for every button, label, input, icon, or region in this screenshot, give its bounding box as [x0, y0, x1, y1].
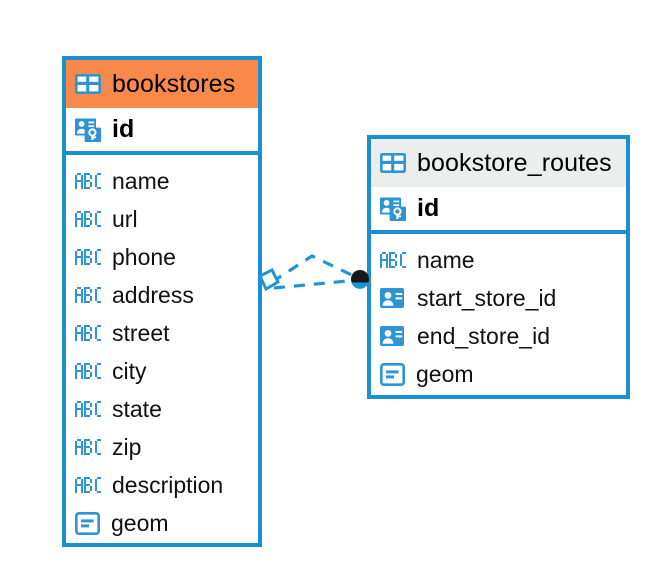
field-row-geom[interactable]: geom — [371, 355, 626, 393]
field-row-geom[interactable]: geom — [66, 504, 258, 542]
entity-header-bookstore-routes[interactable]: bookstore_routes — [371, 139, 626, 187]
abc-text-icon — [75, 211, 101, 227]
field-label: phone — [112, 243, 176, 270]
abc-text-icon — [75, 287, 101, 303]
abc-text-icon — [75, 249, 101, 265]
primary-key-label-bookstore-routes: id — [417, 194, 440, 222]
field-label: url — [112, 205, 138, 232]
field-label: name — [417, 246, 475, 273]
relationship-line-upper — [271, 254, 359, 284]
field-label: name — [112, 167, 170, 194]
field-row-address[interactable]: address — [66, 276, 258, 314]
field-row-end-store-id[interactable]: end_store_id — [371, 317, 626, 355]
field-label: street — [112, 319, 170, 346]
field-label: city — [112, 357, 147, 384]
foreign-key-icon — [380, 326, 404, 346]
primary-key-icon — [380, 197, 406, 221]
entity-title-bookstores: bookstores — [112, 69, 236, 98]
filled-circle-endpoint-icon — [351, 270, 369, 289]
field-label: end_store_id — [417, 322, 550, 349]
field-label: geom — [111, 509, 169, 536]
entity-title-bookstore-routes: bookstore_routes — [417, 148, 612, 177]
primary-key-icon — [75, 118, 101, 142]
entity-header-bookstores[interactable]: bookstores — [66, 60, 258, 108]
abc-text-icon — [75, 325, 101, 341]
field-row-name[interactable]: name — [371, 241, 626, 279]
table-icon — [75, 74, 101, 94]
field-row-street[interactable]: street — [66, 314, 258, 352]
field-row-description[interactable]: description — [66, 466, 258, 504]
field-label: zip — [112, 433, 142, 460]
field-row-name[interactable]: name — [66, 162, 258, 200]
abc-text-icon — [380, 252, 406, 268]
relationship-line-lower — [273, 278, 359, 290]
field-label: address — [112, 281, 194, 308]
entity-table-bookstores[interactable]: bookstores id — [62, 56, 262, 547]
foreign-key-icon — [380, 288, 404, 308]
field-row-zip[interactable]: zip — [66, 428, 258, 466]
field-label: description — [112, 471, 224, 498]
relationship-connector[interactable] — [250, 240, 390, 320]
abc-text-icon — [75, 439, 101, 455]
abc-text-icon — [75, 477, 101, 493]
primary-key-row-bookstores[interactable]: id — [66, 108, 258, 155]
diamond-endpoint-icon — [258, 267, 280, 292]
field-row-url[interactable]: url — [66, 200, 258, 238]
abc-text-icon — [75, 173, 101, 189]
field-label: geom — [416, 360, 474, 387]
abc-text-icon — [75, 363, 101, 379]
entity-table-bookstore-routes[interactable]: bookstore_routes id — [367, 135, 630, 399]
field-list-bookstores: name url — [66, 155, 258, 550]
field-row-city[interactable]: city — [66, 352, 258, 390]
field-label: start_store_id — [417, 284, 557, 311]
abc-text-icon — [75, 401, 101, 417]
field-row-state[interactable]: state — [66, 390, 258, 428]
primary-key-row-bookstore-routes[interactable]: id — [371, 187, 626, 234]
primary-key-label-bookstores: id — [112, 115, 135, 143]
field-label: state — [112, 395, 162, 422]
field-row-start-store-id[interactable]: start_store_id — [371, 279, 626, 317]
field-row-phone[interactable]: phone — [66, 238, 258, 276]
table-icon — [380, 153, 406, 173]
geometry-icon — [380, 362, 405, 386]
geometry-icon — [75, 511, 100, 535]
field-list-bookstore-routes: name start_store_id — [371, 234, 626, 401]
